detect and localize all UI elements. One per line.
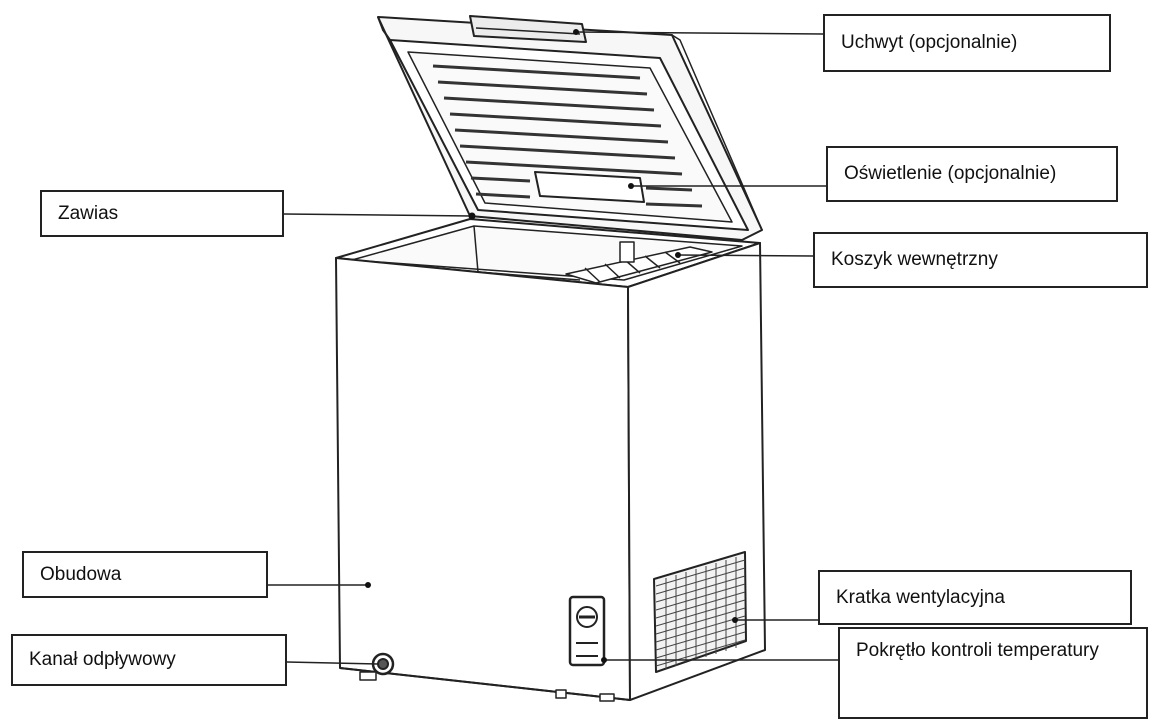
label-lighting: Oświetlenie (opcjonalnie) xyxy=(826,146,1118,202)
leader-basket xyxy=(677,254,814,257)
handle-icon xyxy=(469,15,587,43)
vent-grille-icon xyxy=(653,551,747,673)
lighting-icon xyxy=(534,171,645,203)
label-handle: Uchwyt (opcjonalnie) xyxy=(823,14,1111,72)
label-drain: Kanał odpływowy xyxy=(11,634,287,686)
leader-handle xyxy=(575,31,824,35)
label-vent-grille: Kratka wentylacyjna xyxy=(818,570,1132,625)
lid xyxy=(377,16,763,241)
label-hinge: Zawias xyxy=(40,190,284,237)
leader-hinge xyxy=(283,213,473,217)
label-housing: Obudowa xyxy=(22,551,268,598)
temp-knob-icon xyxy=(568,595,606,667)
label-temp-knob: Pokrętło kontroli temperatury xyxy=(838,627,1148,719)
label-inner-basket: Koszyk wewnętrzny xyxy=(813,232,1148,288)
callout-dots xyxy=(365,29,738,663)
lid-slats xyxy=(432,64,703,208)
leader-lines xyxy=(268,31,838,665)
leader-drain xyxy=(286,661,379,665)
feet xyxy=(555,689,615,702)
